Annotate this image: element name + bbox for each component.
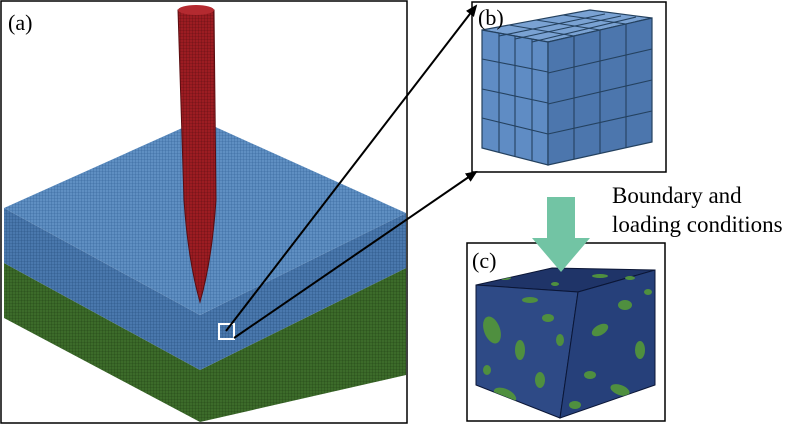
panel-b: (b) [471, 1, 667, 173]
substrate-layer [4, 263, 406, 422]
caption-line-1: Boundary and [612, 183, 742, 208]
panel-c-label: (c) [472, 248, 496, 273]
panel-c: (c) [466, 242, 666, 422]
arrow-icon [225, 4, 478, 332]
panel-b-label: (b) [478, 5, 504, 30]
workpiece-left-face [4, 208, 200, 370]
square-outline-icon [218, 323, 235, 340]
down-arrow-icon [532, 197, 590, 272]
arrow-icon-lower [233, 170, 478, 339]
indenter-top [178, 5, 214, 15]
panel-a: (a) [0, 0, 408, 424]
panel-a-label: (a) [8, 10, 32, 35]
caption-line-2: loading conditions [612, 212, 783, 237]
cube-grid-lines [481, 13, 653, 161]
